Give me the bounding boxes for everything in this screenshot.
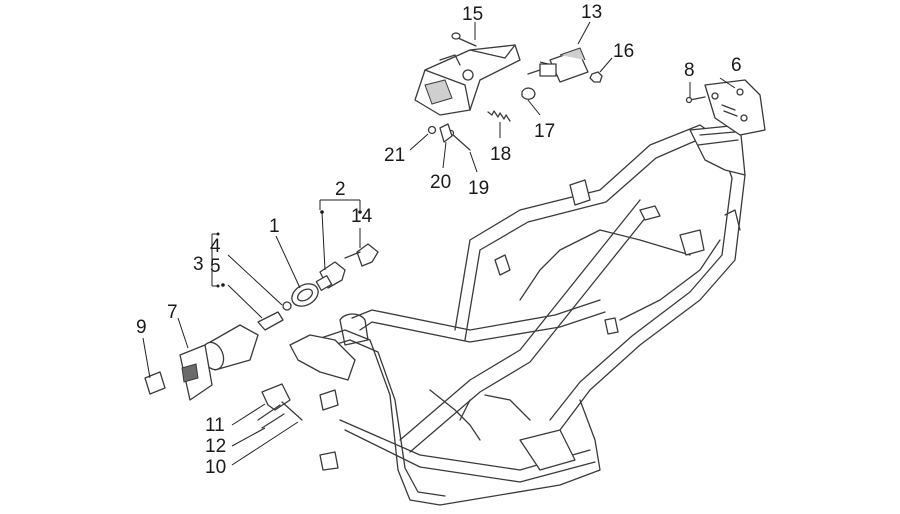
part-20-lever	[439, 123, 453, 143]
part-4-5-pins	[257, 301, 292, 331]
callout-17: 17	[534, 121, 555, 142]
callout-20: 20	[430, 172, 451, 193]
callout-19: 19	[468, 178, 489, 199]
part-9-gasket	[144, 371, 166, 395]
callout-9: 9	[136, 317, 147, 338]
part-17-clip	[521, 87, 536, 100]
part-10-rod	[281, 401, 303, 421]
leader-dots	[216, 210, 362, 288]
callout-14: 14	[351, 206, 373, 227]
leader-lines	[142, 21, 736, 466]
callout-1: 1	[269, 216, 280, 237]
part-15-bolt	[451, 32, 477, 47]
callout-11: 11	[205, 415, 225, 436]
callout-4: 4	[210, 236, 221, 257]
part-7-housing	[179, 324, 259, 401]
callout-18: 18	[490, 144, 511, 165]
part-18-spring	[487, 110, 511, 122]
lock-bracket-assembly	[414, 44, 521, 116]
part-8-screw	[685, 96, 706, 104]
callout-2: 2	[335, 179, 346, 200]
callout-21: 21	[384, 145, 405, 166]
part-16-nut	[589, 71, 603, 83]
callout-13: 13	[581, 2, 602, 23]
callout-10: 10	[205, 457, 226, 478]
part-14-key	[344, 243, 379, 267]
callout-5: 5	[210, 256, 221, 277]
part-21-washer	[427, 125, 437, 135]
part-11-12-bracket	[257, 383, 291, 429]
part-6-lock-plate	[704, 79, 766, 136]
part-13-actuator	[527, 47, 589, 83]
callout-12: 12	[205, 436, 226, 457]
part-2-lock-barrel	[315, 261, 346, 291]
callout-7: 7	[167, 302, 178, 323]
callout-16: 16	[613, 41, 634, 62]
part-1-ring	[291, 283, 319, 307]
callout-15: 15	[462, 4, 483, 25]
callout-labels: 15 13 16 8 6 17 18 21 20 19 2 14 1 4 3 5…	[136, 2, 742, 478]
callout-6: 6	[731, 55, 742, 76]
callout-3: 3	[193, 254, 204, 275]
callout-8: 8	[684, 60, 695, 81]
scooter-frame	[289, 124, 746, 506]
